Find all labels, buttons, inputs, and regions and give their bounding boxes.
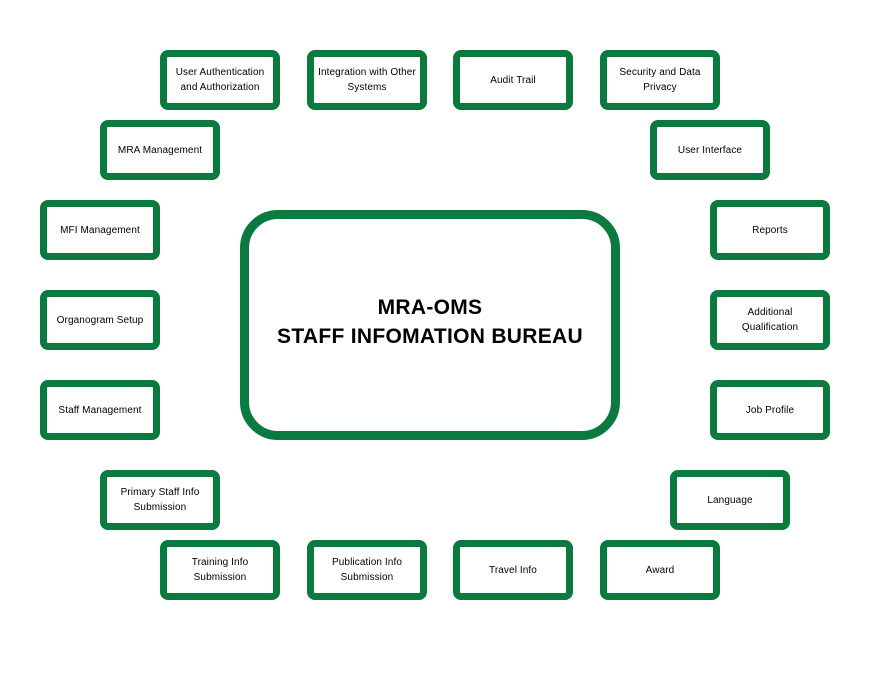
module-user-authentication: User Authentication and Authorization (160, 50, 280, 110)
module-publication-info: Publication Info Submission (307, 540, 427, 600)
module-label: Organogram Setup (56, 314, 144, 326)
module-primary-staff-info: Primary Staff Info Submission (100, 470, 220, 530)
module-security-privacy: Security and Data Privacy (600, 50, 720, 110)
central-title: MRA-OMS (377, 296, 483, 319)
module-language: Language (670, 470, 790, 530)
module-label: Award (645, 564, 675, 576)
module-training-info: Training Info Submission (160, 540, 280, 600)
central-system-box: MRA-OMS STAFF INFOMATION BUREAU (240, 210, 620, 440)
module-label: Integration with Other Systems (318, 67, 416, 93)
central-subtitle: STAFF INFOMATION BUREAU (277, 325, 583, 348)
module-reports: Reports (710, 200, 830, 260)
module-label: Reports (752, 224, 788, 236)
module-label: Travel Info (489, 564, 537, 576)
module-staff-management: Staff Management (40, 380, 160, 440)
module-label: User Authentication and Authorization (175, 67, 265, 93)
module-additional-qualification: Additional Qualification (710, 290, 830, 350)
module-mfi-management: MFI Management (40, 200, 160, 260)
module-integration: Integration with Other Systems (307, 50, 427, 110)
module-user-interface: User Interface (650, 120, 770, 180)
module-label: User Interface (677, 144, 743, 156)
module-label: MRA Management (117, 144, 203, 156)
module-label: Job Profile (745, 404, 795, 416)
module-mra-management: MRA Management (100, 120, 220, 180)
module-label: Publication Info Submission (332, 557, 402, 583)
module-label: Additional Qualification (741, 307, 799, 333)
module-label: Training Info Submission (191, 557, 249, 583)
module-travel-info: Travel Info (453, 540, 573, 600)
module-label: Audit Trail (490, 74, 536, 86)
module-label: Language (707, 494, 753, 506)
module-label: MFI Management (60, 224, 140, 236)
module-award: Award (600, 540, 720, 600)
module-organogram-setup: Organogram Setup (40, 290, 160, 350)
module-label: Staff Management (58, 404, 142, 416)
module-job-profile: Job Profile (710, 380, 830, 440)
module-audit-trail: Audit Trail (453, 50, 573, 110)
module-label: Security and Data Privacy (619, 67, 701, 93)
module-label: Primary Staff Info Submission (120, 487, 200, 513)
